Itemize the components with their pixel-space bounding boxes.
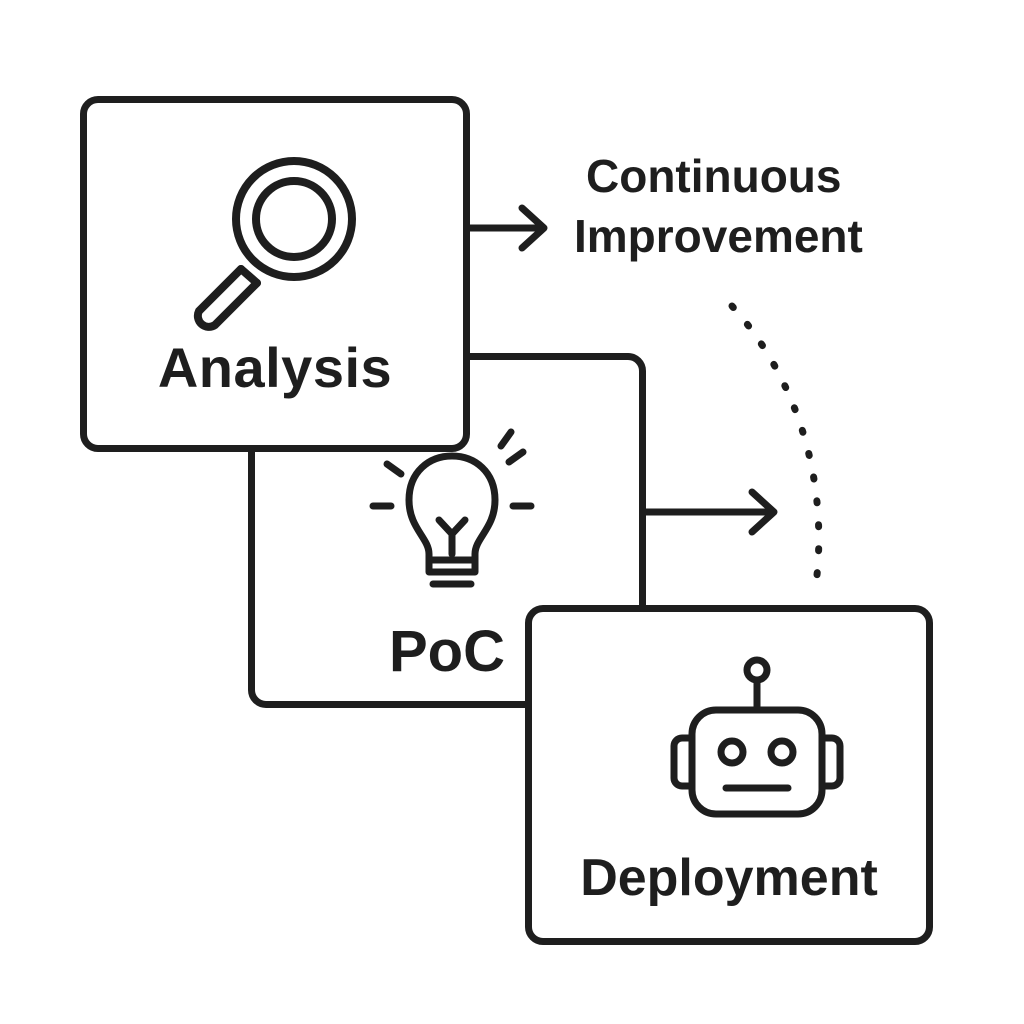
loop-label-line-2: Improvement <box>574 210 863 262</box>
deployment-label: Deployment <box>580 849 878 907</box>
lightbulb-icon <box>369 428 535 588</box>
improvement-loop-dotted-arc <box>728 302 823 588</box>
deployment-card: Deployment <box>525 605 933 945</box>
poc-label: PoC <box>389 619 505 684</box>
continuous-improvement-label: Continuous Improvement <box>574 146 954 266</box>
arrow-right-icon <box>466 204 548 252</box>
robot-icon <box>670 656 844 818</box>
magnifying-glass-icon <box>193 157 356 331</box>
arrow-right-icon <box>642 488 778 536</box>
loop-label-line-1: Continuous <box>586 150 842 202</box>
analysis-card: Analysis <box>80 96 470 452</box>
analysis-label: Analysis <box>157 336 393 399</box>
